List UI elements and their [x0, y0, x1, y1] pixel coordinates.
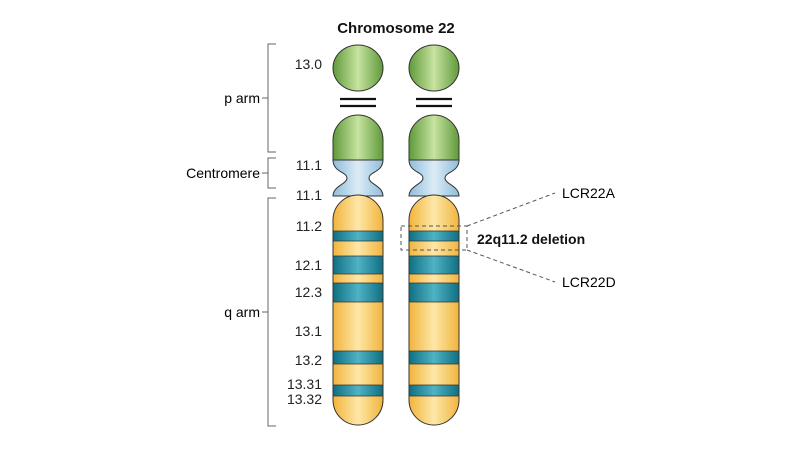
- p-arm-segment: [332, 114, 384, 161]
- p-arm-label: p arm: [224, 90, 260, 106]
- band-label: 13.2: [295, 352, 322, 368]
- p-arm-tip: [332, 44, 384, 92]
- centromere-label: Centromere: [186, 165, 260, 181]
- chromosome-band: [333, 351, 383, 364]
- chromosome-band: [409, 351, 459, 364]
- diagram-title: Chromosome 22: [337, 20, 455, 37]
- lcr22d-label: LCR22D: [562, 274, 616, 290]
- band-label: 13.0: [295, 56, 322, 72]
- chromosome-band: [333, 256, 383, 274]
- chromosome-band: [409, 256, 459, 274]
- band-label: 11.1: [296, 187, 322, 203]
- deletion-label: 22q11.2 deletion: [477, 231, 585, 247]
- deletion-region-box: [400, 225, 468, 251]
- q-arm-label: q arm: [224, 304, 260, 320]
- lcr22d-leader: [466, 249, 556, 283]
- band-label: 12.1: [295, 257, 322, 273]
- centromere: [332, 159, 384, 197]
- p-arm-tip: [408, 44, 460, 92]
- centromere: [408, 159, 460, 197]
- chromosome-band: [333, 231, 383, 241]
- band-label: 13.31: [287, 376, 322, 392]
- p-arm-bracket: [262, 43, 276, 153]
- chromosome-deletion: [408, 44, 460, 426]
- band-label: 11.2: [296, 218, 322, 234]
- p-arm-segment: [408, 114, 460, 161]
- band-label: 13.1: [295, 323, 322, 339]
- chromosome-band: [333, 283, 383, 302]
- chromosome-band: [333, 385, 383, 396]
- lcr22a-label: LCR22A: [562, 185, 616, 201]
- chromosome-normal: [332, 44, 384, 426]
- chromosome-band: [409, 385, 459, 396]
- band-label: 11.1: [296, 157, 322, 173]
- chromosome-band: [409, 231, 459, 241]
- centromere-bracket: [262, 157, 276, 189]
- band-label: 12.3: [295, 284, 322, 300]
- lcr22a-leader: [466, 192, 556, 227]
- chromosome-band: [409, 283, 459, 302]
- q-arm-bracket: [262, 197, 276, 427]
- band-label: 13.32: [287, 391, 322, 407]
